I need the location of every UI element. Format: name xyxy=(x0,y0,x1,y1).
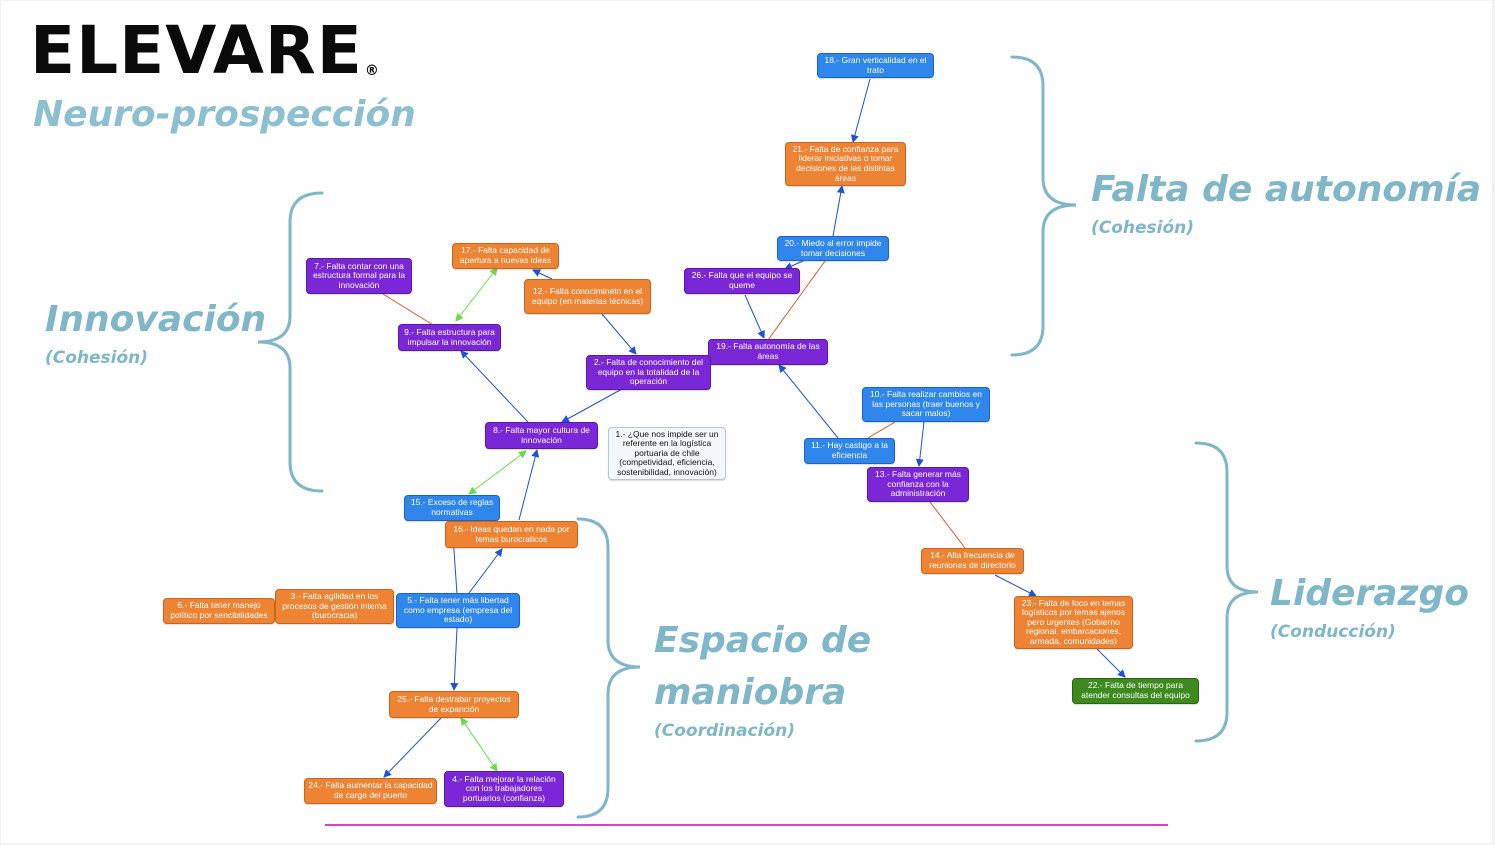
edge-15-8 xyxy=(468,450,527,495)
category-espacio: Espacio de maniobra (Coordinación) xyxy=(654,615,871,744)
edge-10-13 xyxy=(915,421,925,467)
bracket-espacio xyxy=(576,517,641,819)
edge-20-26 xyxy=(784,259,806,270)
category-autonomia-sub: (Cohesión) xyxy=(1091,218,1195,238)
page-subtitle: Neuro-prospección xyxy=(33,94,416,135)
node-14[interactable]: 14.- Alta frecuencia de reuniones de dir… xyxy=(921,548,1024,574)
edge-5-25 xyxy=(450,627,459,691)
edge-8-9 xyxy=(460,350,529,423)
edge-12-2 xyxy=(601,313,637,355)
node-17[interactable]: 17.- Falta capacidad de apertura a nueva… xyxy=(452,243,559,269)
edge-18-21 xyxy=(850,78,871,143)
category-innovacion-name: Innovación xyxy=(45,299,267,340)
node-25[interactable]: 25.- Falta destrabar proyectos de expanc… xyxy=(389,691,519,718)
node-1[interactable]: 1.- ¿Que nos impide ser un referente en … xyxy=(608,427,726,480)
category-espacio-name-1: Espacio de xyxy=(654,620,872,661)
category-liderazgo-name: Liderazgo xyxy=(1270,573,1469,614)
node-7[interactable]: 7.- Falta contar con una estructura form… xyxy=(306,258,412,294)
category-espacio-name-2: maniobra xyxy=(654,672,847,714)
node-10[interactable]: 10.- Falta realizar cambios en las perso… xyxy=(862,387,990,422)
edge-14-23 xyxy=(994,574,1037,597)
edge-26-19 xyxy=(744,294,765,339)
node-5[interactable]: 5.- Falta tener más libertad como empres… xyxy=(396,593,520,628)
edge-23-22 xyxy=(1096,648,1126,678)
category-liderazgo-sub: (Conducción) xyxy=(1270,622,1396,642)
edge-19-20 xyxy=(767,260,826,341)
node-26[interactable]: 26.- Falta que el equipo se queme xyxy=(684,268,800,294)
node-13[interactable]: 13.- Falta generar más confianza con la … xyxy=(867,467,969,502)
edge-7-9 xyxy=(382,293,434,326)
node-3[interactable]: 3.- Falta agilidad en los procesos de ge… xyxy=(275,589,394,624)
edge-12-17 xyxy=(532,269,553,280)
bracket-autonomia xyxy=(1010,55,1077,357)
bottom-divider xyxy=(325,824,1168,826)
node-2[interactable]: 2.- Falta de conocimiento del equipo en … xyxy=(586,355,711,390)
category-innovacion-sub: (Cohesión) xyxy=(45,348,149,368)
node-12[interactable]: 12.- Falta conocimineto en el equipo (en… xyxy=(524,279,651,314)
node-24[interactable]: 24.- Falta aumentar la capacidad de carg… xyxy=(304,778,437,804)
node-11[interactable]: 11.- Hay castigo a la eficiencia xyxy=(804,438,895,464)
node-16[interactable]: 16.- Ideas quedan en nada por temas buro… xyxy=(445,521,578,548)
edge-10-11 xyxy=(867,421,896,439)
edge-13-14 xyxy=(929,501,966,549)
registered-mark: ® xyxy=(364,63,380,79)
category-autonomia: Falta de autonomía (Cohesión) xyxy=(1091,167,1481,239)
node-8[interactable]: 8.- Falta mayor cultura de innovación xyxy=(485,422,598,449)
edge-5-16 xyxy=(468,548,503,594)
node-20[interactable]: 20.- Miedo al error impide tomar decisio… xyxy=(777,236,889,261)
node-23[interactable]: 23.- Falta de foco en temas logísticos p… xyxy=(1014,596,1133,649)
category-liderazgo: Liderazgo (Conducción) xyxy=(1270,571,1469,643)
edge-2-8 xyxy=(561,388,623,423)
node-22[interactable]: 22.- Falta de tiempo para atender consul… xyxy=(1072,678,1199,704)
edge-20-21 xyxy=(832,185,845,237)
node-4[interactable]: 4.- Falta mejorar la relación con los tr… xyxy=(444,771,564,807)
category-espacio-sub: (Coordinación) xyxy=(654,721,796,742)
brand-logo: ELEVARE® xyxy=(30,18,380,84)
category-innovacion: Innovación (Cohesión) xyxy=(45,297,266,369)
node-9[interactable]: 9.- Falta estructura para impulsar la in… xyxy=(398,324,501,351)
node-6[interactable]: 6.- Falta tener manejo político por senc… xyxy=(163,598,275,624)
node-19[interactable]: 19.- Falta autonomía de las áreas xyxy=(708,339,828,365)
edge-11-19 xyxy=(778,364,839,439)
brand-name: ELEVARE xyxy=(30,12,363,89)
edge-25-24 xyxy=(383,717,442,778)
node-18[interactable]: 18.- Gran verticalidad en el trato xyxy=(817,53,934,78)
node-21[interactable]: 21.- Falta de confianza para liderar ini… xyxy=(785,142,906,186)
node-15[interactable]: 15.- Exceso de reglas normativas xyxy=(404,495,500,521)
bracket-innovacion xyxy=(257,191,324,493)
edge-25-4 xyxy=(460,717,498,772)
edge-17-9 xyxy=(455,267,498,322)
edge-16-8 xyxy=(518,449,540,521)
bracket-liderazgo xyxy=(1194,441,1259,743)
category-autonomia-name: Falta de autonomía xyxy=(1091,169,1482,210)
